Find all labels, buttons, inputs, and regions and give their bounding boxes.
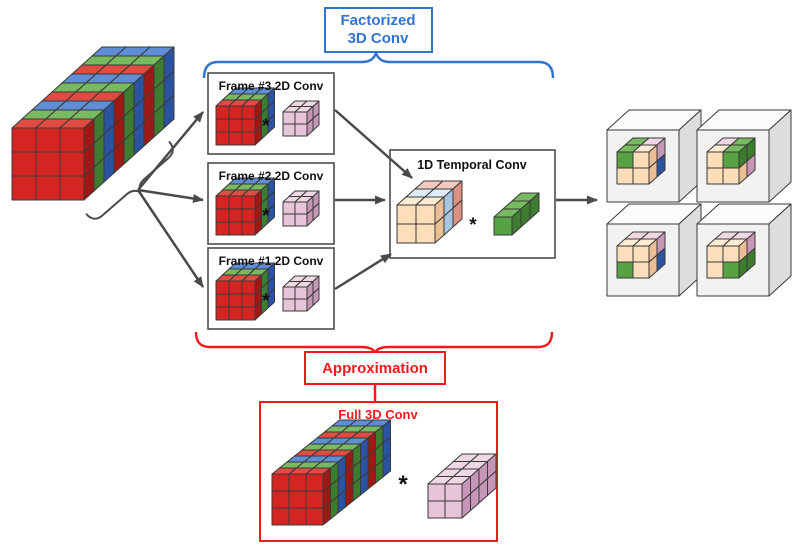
factorized-label-line2: 3D Conv	[348, 30, 410, 47]
cube-stacks	[11, 46, 792, 526]
approximation-label: Approximation	[322, 360, 428, 377]
frame2-label: Frame #2 2D Conv	[219, 169, 324, 183]
factorized-label-line1: Factorized	[340, 12, 415, 29]
frame3-conv-operator: *	[262, 116, 270, 137]
frame2-input-cube	[215, 177, 275, 236]
frame1-input-cube	[215, 262, 275, 321]
frame3-input-cube	[215, 87, 275, 146]
full3d-input-stack	[271, 419, 391, 526]
frame1-kernel-cube	[282, 275, 320, 312]
frame3-kernel-cube	[282, 100, 320, 137]
frame1-conv-operator: *	[262, 291, 270, 312]
output-feature-cube-bottom-right	[706, 231, 756, 279]
arrow-input-to-frame1	[136, 189, 205, 288]
frame2-conv-operator: *	[262, 206, 270, 227]
frame3-label: Frame #3 2D Conv	[219, 79, 324, 93]
temporal-label: 1D Temporal Conv	[417, 158, 527, 172]
temporal-conv-operator: *	[469, 215, 477, 236]
full-conv-operator: *	[398, 471, 408, 498]
arrow-frame3-to-temporal	[334, 109, 413, 179]
temporal-input-stack	[396, 180, 463, 244]
input-tensor-stack	[11, 46, 175, 201]
arrows	[136, 109, 598, 291]
full3d-kernel-stack	[427, 453, 497, 519]
arrow-input-to-frame3	[137, 111, 204, 191]
approximation-brace	[194, 331, 554, 357]
arrow-frame1-to-temporal	[334, 252, 392, 291]
frame2-kernel-cube	[282, 190, 320, 227]
approximation-box	[304, 351, 446, 385]
output-feature-cube-top-left	[616, 137, 666, 185]
output-feature-cube-top-right	[706, 137, 756, 185]
output-feature-cube-bottom-left	[616, 231, 666, 279]
frame1-label: Frame #1 2D Conv	[219, 254, 324, 268]
arrow-input-to-frame2	[137, 188, 204, 203]
temporal-kernel-stack	[493, 192, 540, 236]
full-3d-conv-label: Full 3D Conv	[338, 407, 418, 422]
factorized-3d-conv-box	[324, 7, 433, 53]
